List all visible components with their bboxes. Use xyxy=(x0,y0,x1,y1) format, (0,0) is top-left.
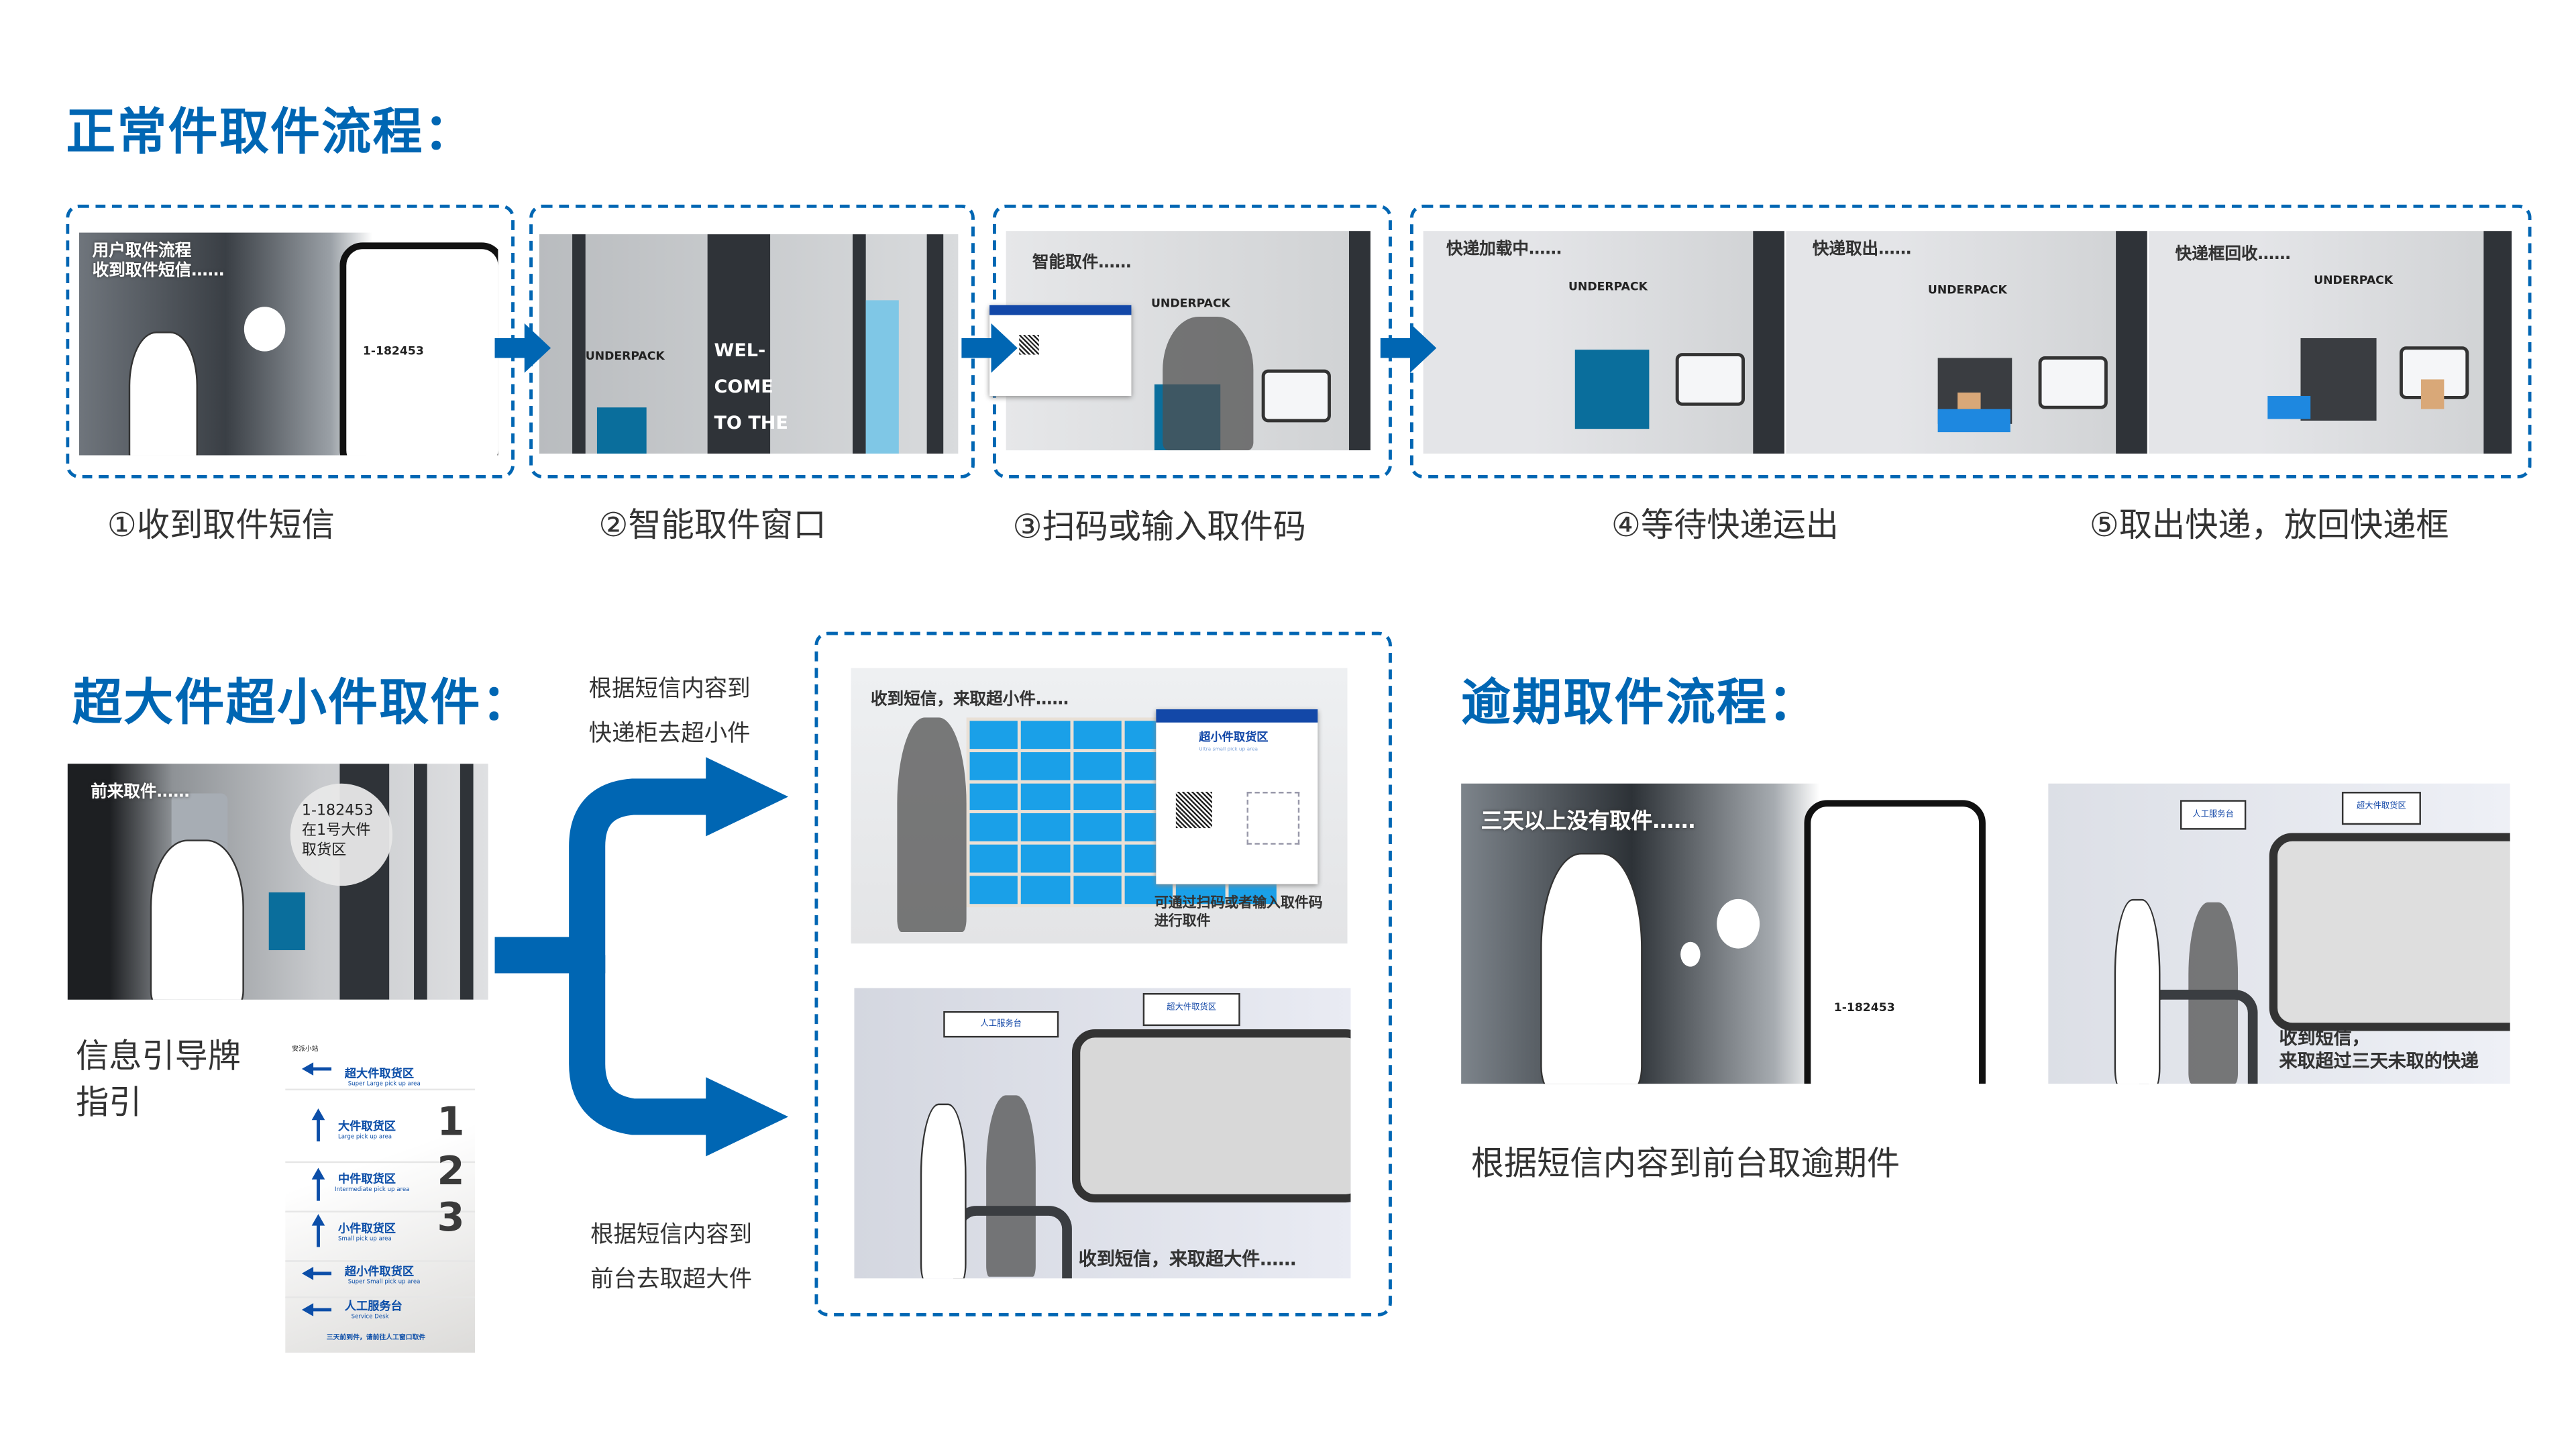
qr-code-icon xyxy=(1019,335,1039,355)
pickup-code: 1-182453 xyxy=(1833,1001,1895,1015)
arrow-up-icon xyxy=(311,1168,325,1201)
arrow-up-icon xyxy=(311,1108,325,1142)
step1-label: ①收到取件短信 xyxy=(107,505,335,545)
qr-code-icon xyxy=(1175,792,1212,829)
person-figure xyxy=(1540,852,1643,1084)
sign-zone: 大件取货区 xyxy=(337,1120,396,1133)
keypad xyxy=(1246,792,1300,845)
branch-arrow-icon xyxy=(494,757,789,1157)
scene-caption: 智能取件…… xyxy=(1032,254,1132,272)
normal-flow-title: 正常件取件流程： xyxy=(66,103,476,162)
panel-subtitle: Ultra small pick up area xyxy=(1199,745,1258,753)
large-parcel-scene-image: 人工服务台 超大件取货区 收到短信，来取超大件…… xyxy=(854,988,1351,1279)
desk-sign: 人工服务台 xyxy=(2180,800,2247,830)
arrow-right-icon xyxy=(961,323,1018,373)
step4-label: ④等待快递运出 xyxy=(1611,505,1839,545)
sign-zone-en: Small pick up area xyxy=(337,1235,392,1243)
sign-zone: 人工服务台 xyxy=(344,1300,402,1313)
sign-footer: 三天前到件，请前往人工窗口取件 xyxy=(326,1333,426,1341)
sms-scene-image: 用户取件流程 收到取件短信…… 1-182453 xyxy=(79,232,498,456)
scene-caption: 收到短信，来取超小件…… xyxy=(871,691,1069,710)
sign-zone: 小件取货区 xyxy=(337,1222,396,1236)
arrow-right-icon xyxy=(1380,323,1437,373)
phone-icon: 1-182453 xyxy=(1804,800,1986,1084)
sign-zone-en: Super Small pick up area xyxy=(347,1278,421,1286)
pickup-panel: 超小件取货区 Ultra small pick up area xyxy=(1156,709,1318,884)
large-small-title: 超大件超小件取件： xyxy=(72,674,533,733)
arrow-up-icon xyxy=(311,1214,325,1247)
scene-caption: 快递取出…… xyxy=(1812,240,1912,259)
scene-caption: 三天以上没有取件…… xyxy=(1481,810,1696,835)
branch-top-note: 根据短信内容到 快递柜去超小件 xyxy=(588,676,751,747)
thought-bubble-shape xyxy=(1717,898,1760,949)
scene-note: 可通过扫码或者输入取件码 进行取件 xyxy=(1154,895,1323,931)
scene-caption: 用户取件流程 收到取件短信…… xyxy=(92,242,225,280)
overdue-title: 逾期取件流程： xyxy=(1461,674,1819,733)
sign-label: 信息引导牌 指引 xyxy=(76,1035,241,1122)
sign-zone: 中件取货区 xyxy=(337,1172,396,1186)
sign-zone-en: Super Large pick up area xyxy=(347,1080,421,1088)
overdue-desk-scene-image: 人工服务台 超大件取货区 收到短信， 来取超过三天未取的快递 xyxy=(2048,783,2510,1084)
taking-out-image: 快递取出…… UNDERPACK xyxy=(1786,231,2147,454)
scene-caption: 收到短信， 来取超过三天未取的快递 xyxy=(2279,1027,2479,1072)
zone-number: 1 xyxy=(437,1098,465,1145)
arrival-scene-image: 前来取件…… 1-182453 在1号大件 取货区 xyxy=(67,764,488,1000)
phone-icon: 1-182453 xyxy=(339,242,498,456)
brand-logo: UNDERPACK xyxy=(585,350,665,363)
sign-brand: 安派小站 xyxy=(292,1044,319,1053)
sign-zone: 超小件取货区 xyxy=(344,1265,415,1279)
thought-bubble-shape xyxy=(244,307,286,352)
sign-zone: 超大件取货区 xyxy=(344,1067,415,1081)
small-parcel-scene-image: 收到短信，来取超小件…… 超小件取货区 Ultra small pick up … xyxy=(851,668,1348,944)
overdue-sms-scene-image: 三天以上没有取件…… 1-182453 xyxy=(1461,783,2031,1084)
arrow-left-icon xyxy=(301,1267,332,1280)
zone-number: 2 xyxy=(437,1148,465,1194)
pickup-code: 1-182453 xyxy=(362,344,424,358)
area-sign: 超大件取货区 xyxy=(2341,792,2421,825)
scene-caption: 快递框回收…… xyxy=(2175,246,2291,264)
loading-image: 快递加载中…… UNDERPACK xyxy=(1423,231,1784,454)
person-figure xyxy=(128,331,199,456)
thought-bubble: 1-182453 在1号大件 取货区 xyxy=(290,783,393,886)
scan-code-image: 智能取件…… UNDERPACK xyxy=(1006,231,1371,451)
sign-zone-en: Service Desk xyxy=(351,1312,389,1320)
step3-label: ③扫码或输入取件码 xyxy=(1012,506,1306,546)
brand-logo: UNDERPACK xyxy=(1568,280,1648,294)
brand-logo: UNDERPACK xyxy=(1927,283,2007,297)
area-sign: 超大件取货区 xyxy=(1142,992,1240,1027)
step2-label: ②智能取件窗口 xyxy=(598,505,826,545)
arrow-left-icon xyxy=(301,1303,332,1316)
box-return-image: 快递框回收…… UNDERPACK xyxy=(2149,231,2512,454)
person-figure xyxy=(150,839,244,1000)
desk-sign: 人工服务台 xyxy=(943,1011,1059,1038)
brand-logo: UNDERPACK xyxy=(1150,297,1230,311)
welcome-sign: WEL- COME TO THE xyxy=(714,340,788,434)
panel-title: 超小件取货区 xyxy=(1199,731,1269,744)
smart-window-image: UNDERPACK WEL- COME TO THE xyxy=(539,234,959,454)
person-figure xyxy=(920,1103,967,1279)
scene-caption: 收到短信，来取超大件…… xyxy=(1078,1249,1297,1270)
branch-frame xyxy=(814,631,1392,1316)
brand-logo: UNDERPACK xyxy=(2314,274,2394,287)
zone-number: 3 xyxy=(437,1194,465,1241)
branch-bottom-note: 根据短信内容到 前台去取超大件 xyxy=(590,1222,753,1294)
step5-label: ⑤取出快递，放回快递框 xyxy=(2089,505,2449,545)
scene-caption: 前来取件…… xyxy=(91,783,190,802)
arrow-right-icon xyxy=(494,323,551,373)
person-figure xyxy=(2114,898,2161,1084)
scene-caption: 快递加载中…… xyxy=(1446,240,1562,259)
arrow-left-icon xyxy=(301,1062,332,1076)
sign-zone-en: Large pick up area xyxy=(337,1133,392,1140)
overdue-note: 根据短信内容到前台取逾期件 xyxy=(1470,1143,1900,1183)
sign-zone-en: Intermediate pick up area xyxy=(335,1186,410,1193)
